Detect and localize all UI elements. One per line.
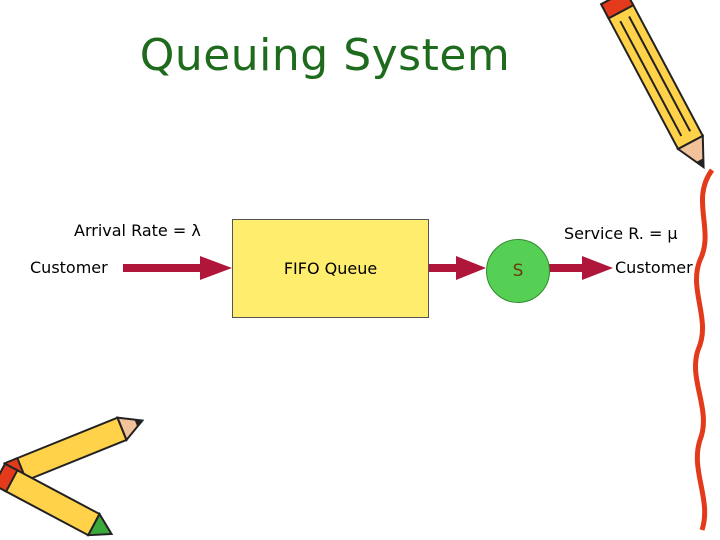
- arrival-rate-label: Arrival Rate = λ: [74, 221, 201, 240]
- arrow-customer-to-queue: [123, 256, 232, 280]
- fifo-queue-box: FIFO Queue: [232, 219, 429, 318]
- squiggle-decoration: [693, 168, 715, 531]
- arrow-server-to-customer: [549, 256, 613, 280]
- fifo-queue-label: FIFO Queue: [283, 259, 378, 278]
- customer-input-label: Customer: [30, 258, 108, 277]
- crossed-pencils-icon: [0, 416, 145, 537]
- server-node: S: [486, 239, 550, 303]
- page-title: Queuing System: [139, 30, 511, 81]
- customer-output-label: Customer: [615, 258, 693, 277]
- server-label: S: [512, 261, 524, 281]
- arrow-queue-to-server: [428, 256, 486, 280]
- pencil-icon: [599, 0, 705, 170]
- service-rate-label: Service R. = μ: [564, 224, 678, 243]
